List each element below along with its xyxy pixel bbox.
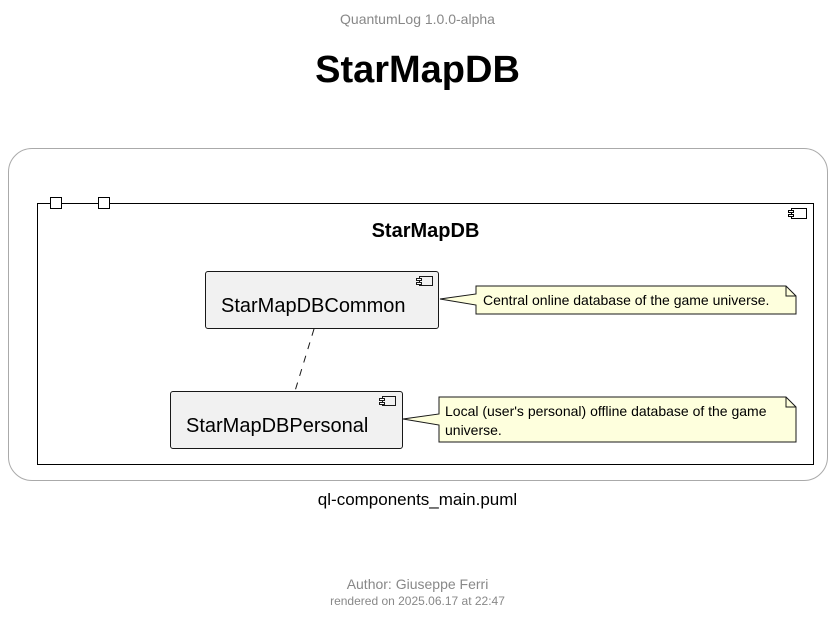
diagram-caption: ql-components_main.puml	[317, 490, 518, 509]
diagram-frame	[8, 148, 828, 481]
author-text: Author: Giuseppe Ferri	[346, 576, 489, 592]
note-personal-text-line1: Local (user's personal) offline database…	[445, 403, 767, 419]
package-port-left	[50, 197, 62, 209]
rendered-timestamp: rendered on 2025.06.17 at 22:47	[330, 594, 505, 608]
component-label: StarMapDBCommon	[221, 295, 406, 317]
version-header: QuantumLog 1.0.0-alpha	[340, 11, 495, 27]
package-port-right	[98, 197, 110, 209]
component-label: StarMapDBPersonal	[186, 415, 369, 437]
component-starmapdb-common[interactable]	[205, 271, 439, 329]
package-title: StarMapDB	[371, 220, 480, 242]
package-component-icon	[788, 208, 807, 219]
component-icon	[416, 276, 433, 286]
component-icon	[379, 396, 396, 406]
note-common-text: Central online database of the game univ…	[483, 292, 770, 308]
note-personal-text-line2: universe.	[445, 422, 502, 438]
diagram-title: StarMapDB	[315, 49, 520, 91]
component-starmapdb-personal[interactable]	[170, 391, 403, 449]
